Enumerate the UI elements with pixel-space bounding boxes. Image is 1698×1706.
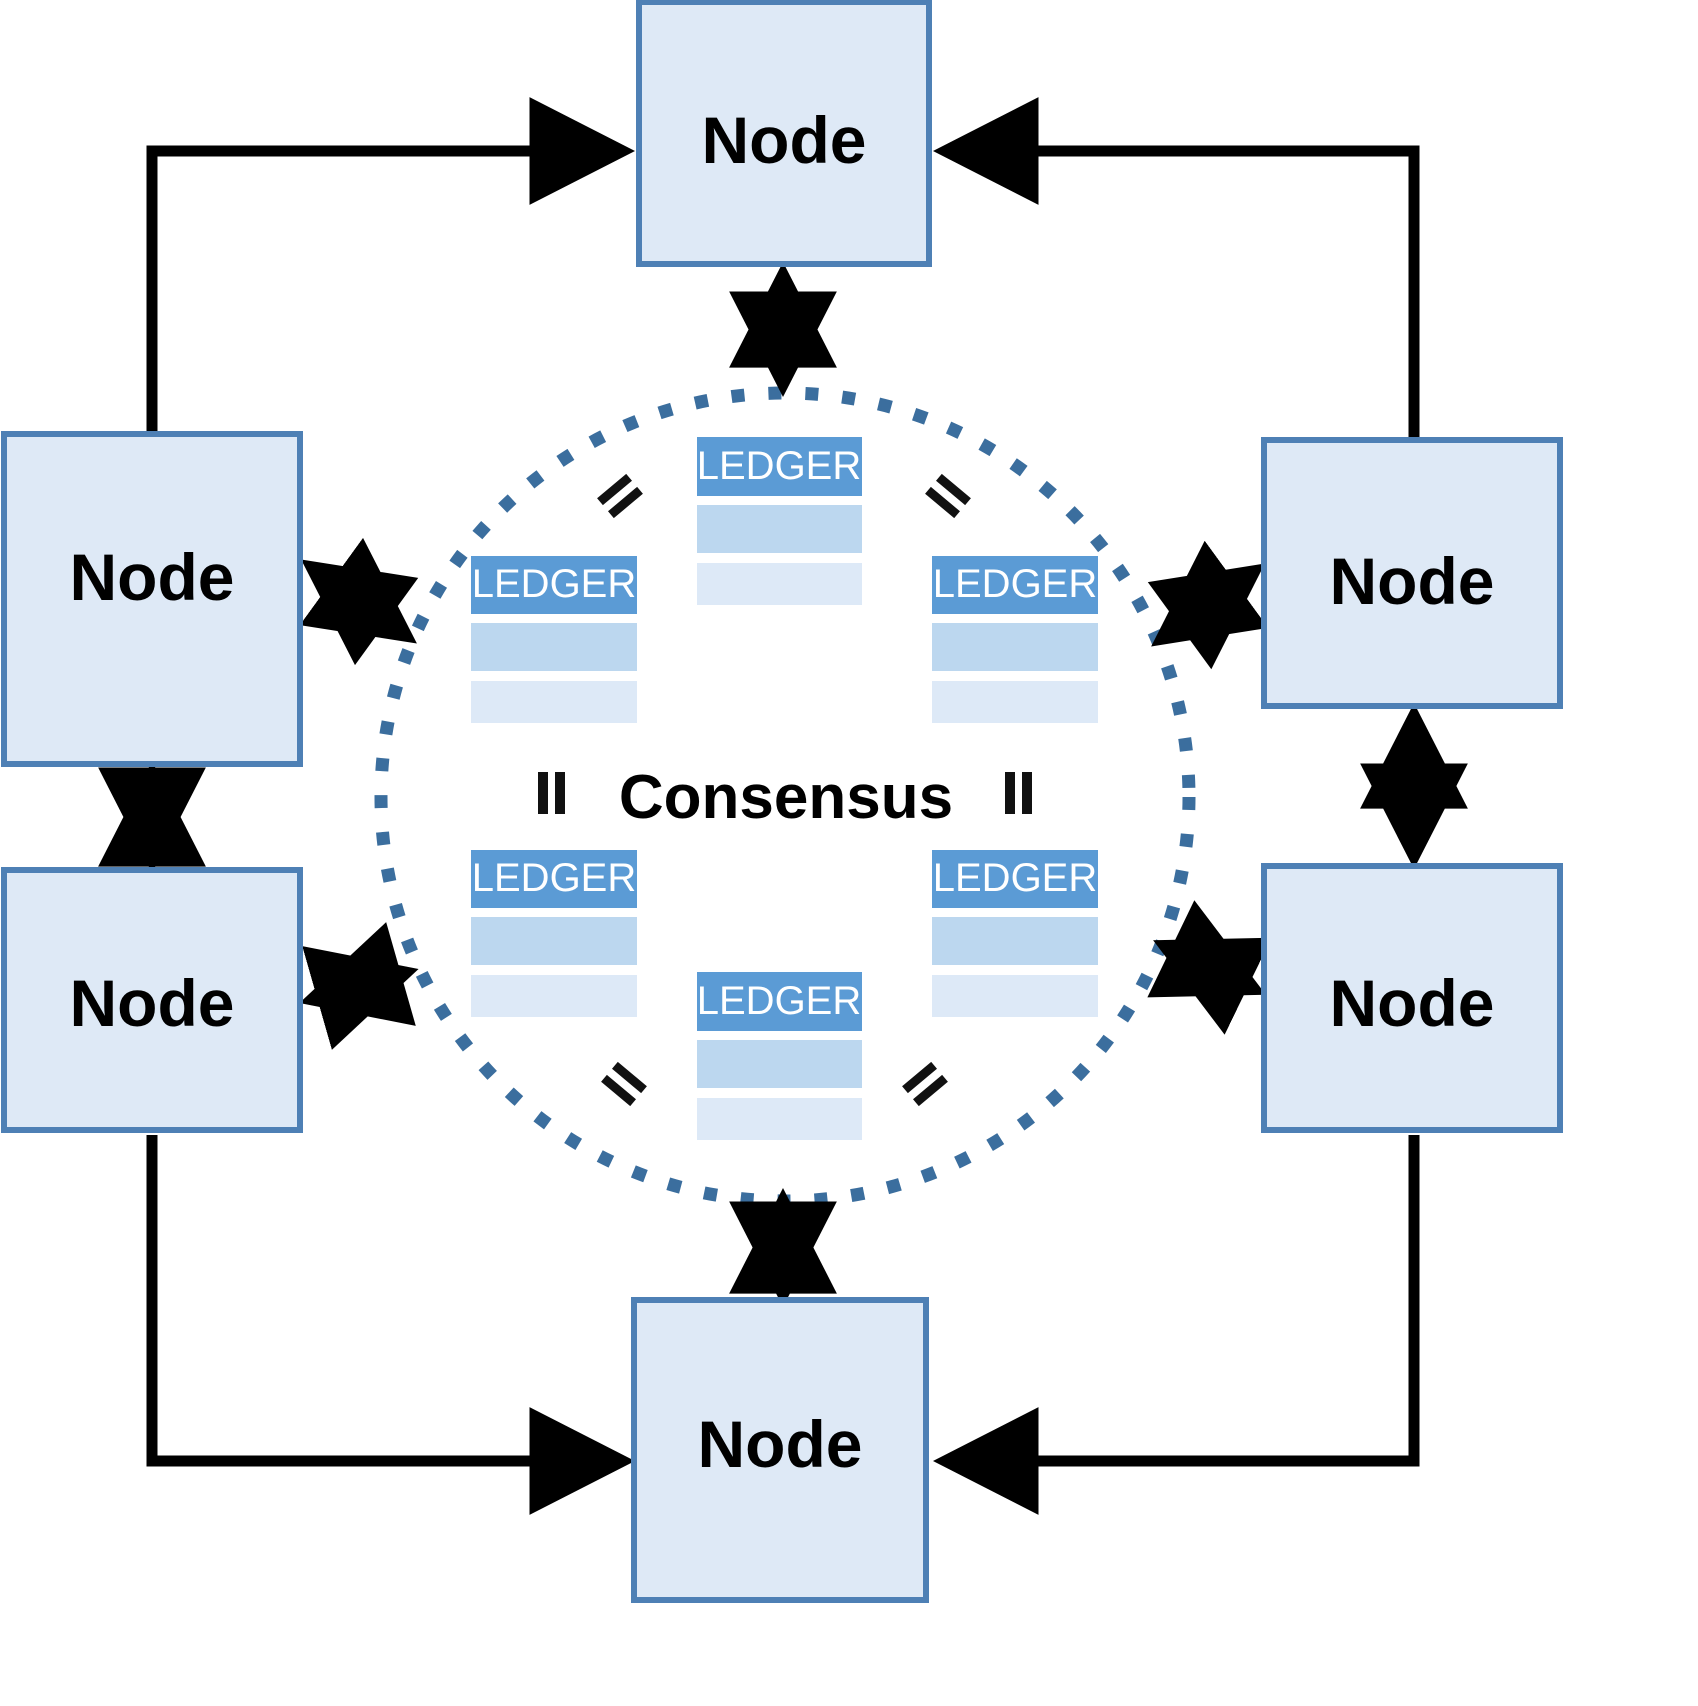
node-left-upper-label: Node [70,540,235,614]
ledger-header [471,850,637,908]
ledger-row-2 [932,975,1098,1017]
ledger-header [932,850,1098,908]
ledger-upper-left-label: LEDGER [472,562,637,606]
node-left-lower-label: Node [70,966,235,1040]
ledger-header [697,437,862,496]
arrow-right-lower-to-bottom [933,1135,1420,1515]
arrow-right-lower-to-circle [1147,900,1272,1035]
node-right-lower-label: Node [1330,966,1495,1040]
consensus-label: Consensus [619,763,953,832]
ledger-row-2 [932,681,1098,723]
ledger-lower-right[interactable]: LEDGER [932,850,1098,1017]
node-top-label: Node [702,103,867,177]
ledger-upper-right[interactable]: LEDGER [932,556,1098,723]
ledger-bottom[interactable]: LEDGER [697,972,862,1140]
ledger-header [471,556,637,614]
ledger-header [697,972,862,1031]
ledger-row-2 [697,1098,862,1140]
ledger-row-2 [697,563,862,605]
node-bottom[interactable]: Node [631,1297,929,1603]
node-right-upper-label: Node [1330,544,1495,618]
equals-bottom-left-icon [601,1061,647,1107]
ledger-top[interactable]: LEDGER [697,437,862,605]
arrow-left-upper-to-circle [299,537,419,666]
arrow-left-lower-to-circle [299,922,419,1050]
equals-mid-left-icon [538,772,565,814]
node-right-lower[interactable]: Node [1261,863,1563,1133]
arrow-right-upper-to-circle [1147,540,1269,670]
ledger-row-2 [471,975,637,1017]
ledger-row-2 [471,681,637,723]
equals-bottom-right-icon [902,1061,948,1107]
ledger-top-label: LEDGER [697,444,862,488]
ledger-lower-right-label: LEDGER [933,856,1098,900]
node-bottom-label: Node [698,1407,863,1481]
arrow-left-upper-to-top [146,97,635,432]
ledger-lower-left-label: LEDGER [472,856,637,900]
ledger-upper-right-label: LEDGER [933,562,1098,606]
ledger-header [932,556,1098,614]
ledger-row-1 [697,505,862,553]
ledger-upper-left[interactable]: LEDGER [471,556,637,723]
arrow-left-lower-to-bottom [146,1135,635,1515]
ledger-row-1 [697,1040,862,1088]
ledger-row-1 [471,623,637,671]
ledger-row-1 [932,623,1098,671]
equals-mid-right-icon [1005,772,1032,814]
ledger-row-1 [471,917,637,965]
ledger-bottom-label: LEDGER [697,979,862,1023]
ledger-row-1 [932,917,1098,965]
node-right-upper[interactable]: Node [1261,437,1563,709]
node-top[interactable]: Node [636,0,932,267]
equals-top-left-icon [597,473,643,519]
node-left-upper[interactable]: Node [1,431,303,767]
arrow-right-upper-to-top [933,97,1420,438]
node-left-lower[interactable]: Node [1,867,303,1133]
equals-top-right-icon [925,473,971,519]
ledger-lower-left[interactable]: LEDGER [471,850,637,1017]
